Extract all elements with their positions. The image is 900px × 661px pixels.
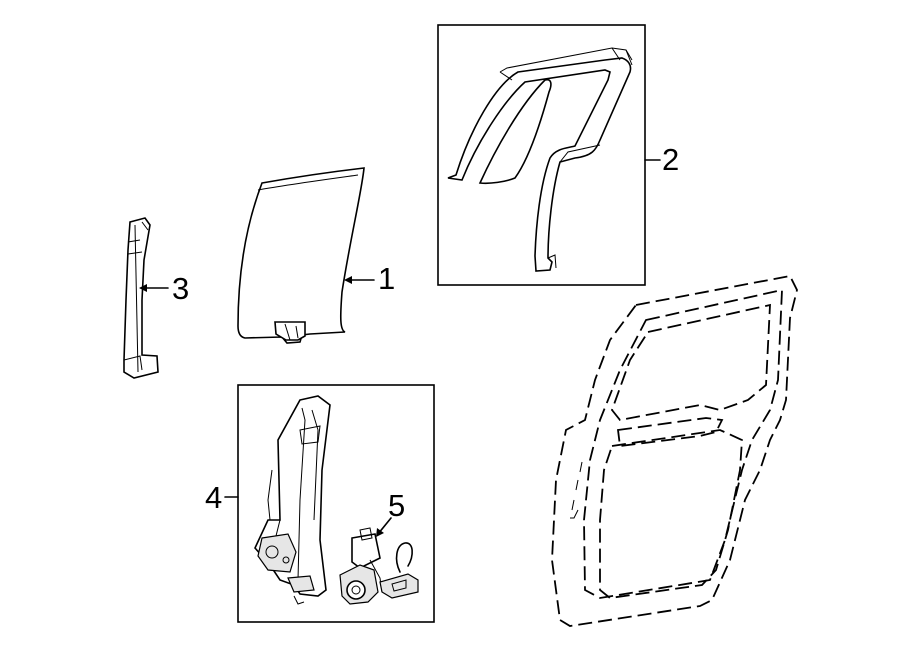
callout-5: 5 xyxy=(388,488,406,523)
callout-2: 2 xyxy=(662,142,680,177)
callout-1: 1 xyxy=(378,261,396,296)
wiring-harness xyxy=(379,542,419,599)
part-3-leader-arrow xyxy=(139,284,147,292)
part-5-motor xyxy=(339,527,383,605)
part-2-run-channel xyxy=(447,47,633,272)
rear-door-shell xyxy=(551,274,798,627)
part-5-leader-arrow xyxy=(376,528,384,537)
part-1-leader-arrow xyxy=(344,276,352,284)
part-3-division-bar xyxy=(123,217,159,379)
part-1-door-glass xyxy=(237,167,365,344)
callout-3: 3 xyxy=(172,271,190,306)
callout-4: 4 xyxy=(205,480,223,515)
part-4-frame-box xyxy=(237,384,435,623)
part-4-window-regulator xyxy=(254,395,331,605)
part-2-frame-box xyxy=(437,24,646,286)
